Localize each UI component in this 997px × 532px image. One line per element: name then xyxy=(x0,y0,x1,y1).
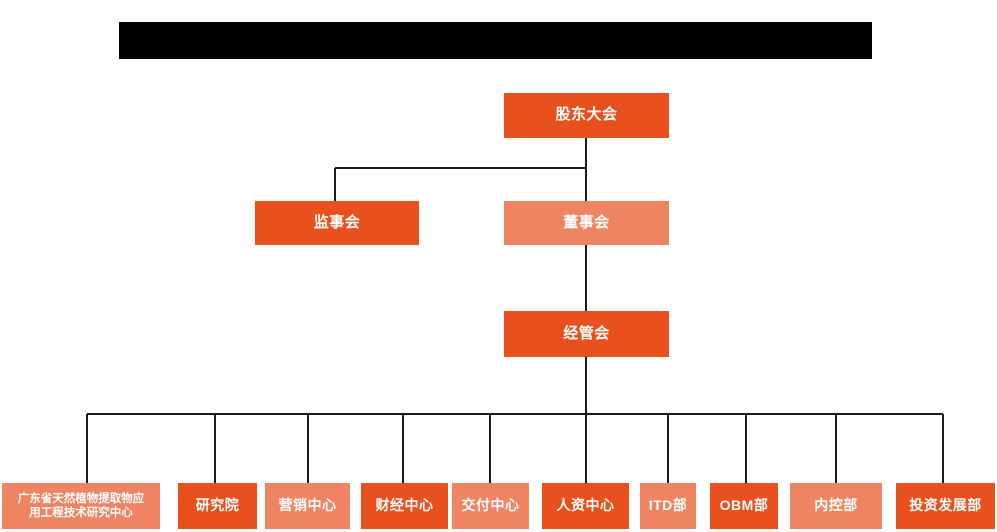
node-research-center-label-line1: 广东省天然植物提取物应 xyxy=(17,492,145,505)
node-finance-center-label: 财经中心 xyxy=(375,497,434,514)
node-finance-center[interactable]: 财经中心 xyxy=(361,483,448,529)
node-hr-center-label: 人资中心 xyxy=(556,497,615,514)
node-shareholders[interactable]: 股东大会 xyxy=(504,93,669,138)
node-marketing-center-label: 营销中心 xyxy=(278,497,337,514)
node-internal-control-dept[interactable]: 内控部 xyxy=(790,483,882,529)
node-research-center[interactable]: 广东省天然植物提取物应 用工程技术研究中心 xyxy=(2,483,160,529)
node-supervisors-label: 监事会 xyxy=(313,213,361,231)
node-delivery-center[interactable]: 交付中心 xyxy=(452,483,529,529)
node-hr-center[interactable]: 人资中心 xyxy=(542,483,629,529)
node-research-institute[interactable]: 研究院 xyxy=(178,483,257,529)
node-delivery-center-label: 交付中心 xyxy=(461,497,520,514)
node-investment-development-dept-label: 投资发展部 xyxy=(909,497,982,514)
redacted-title-bar xyxy=(119,22,872,59)
node-management[interactable]: 经管会 xyxy=(504,311,669,357)
node-management-label: 经管会 xyxy=(563,324,610,342)
node-itd-dept[interactable]: ITD部 xyxy=(640,483,696,529)
node-investment-development-dept[interactable]: 投资发展部 xyxy=(896,483,995,529)
node-internal-control-dept-label: 内控部 xyxy=(814,497,858,514)
node-shareholders-label: 股东大会 xyxy=(555,106,618,124)
node-marketing-center[interactable]: 营销中心 xyxy=(265,483,350,529)
node-obm-dept-label: OBM部 xyxy=(719,497,769,514)
node-research-center-label-line2: 用工程技术研究中心 xyxy=(29,507,133,519)
node-research-institute-label: 研究院 xyxy=(195,497,240,514)
node-obm-dept[interactable]: OBM部 xyxy=(710,483,778,529)
node-itd-dept-label: ITD部 xyxy=(648,497,688,514)
node-directors-label: 董事会 xyxy=(563,213,610,231)
node-directors[interactable]: 董事会 xyxy=(504,201,669,245)
node-supervisors[interactable]: 监事会 xyxy=(255,201,419,245)
